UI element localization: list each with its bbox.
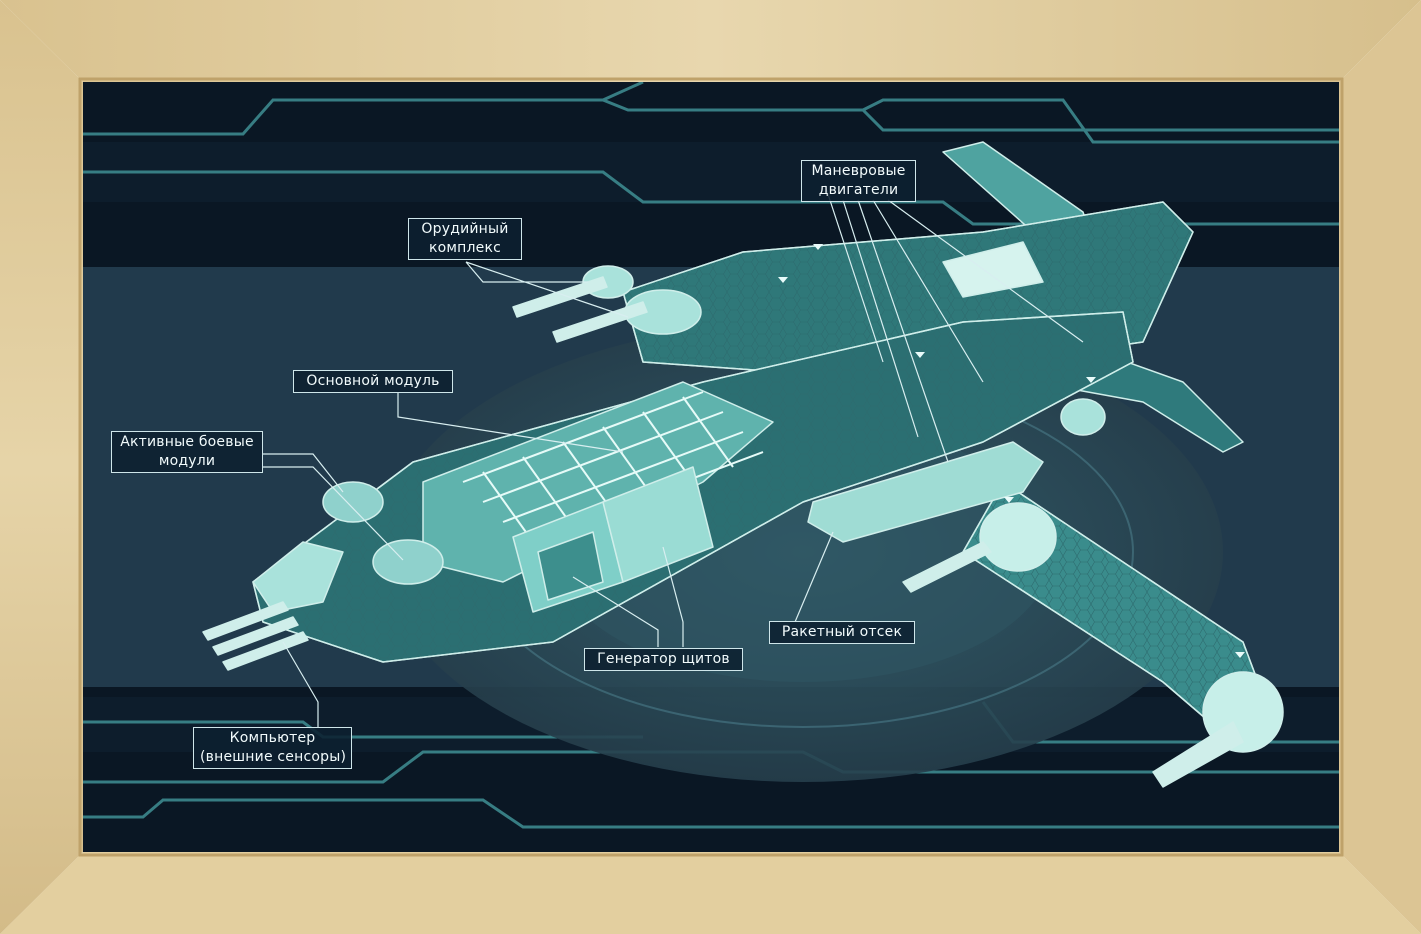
spaceship <box>202 141 1284 788</box>
frame-bottom <box>0 852 1421 934</box>
schematic-canvas <box>83 82 1339 852</box>
label-missile-bay: Ракетный отсек <box>769 621 915 644</box>
leader-lines <box>263 184 1084 727</box>
gun-barrels <box>202 276 1244 788</box>
frame-left <box>0 0 83 934</box>
label-main-module: Основной модуль <box>293 370 453 393</box>
frame-top <box>0 0 1421 82</box>
label-computer: Компьютер(внешние сенсоры) <box>193 727 352 769</box>
shield-generator-cylinders <box>512 466 714 613</box>
label-shield-generator: Генератор щитов <box>584 648 743 671</box>
core-module-grid <box>462 391 764 543</box>
marker-triangles <box>778 244 1245 658</box>
frame-right <box>1339 0 1421 934</box>
